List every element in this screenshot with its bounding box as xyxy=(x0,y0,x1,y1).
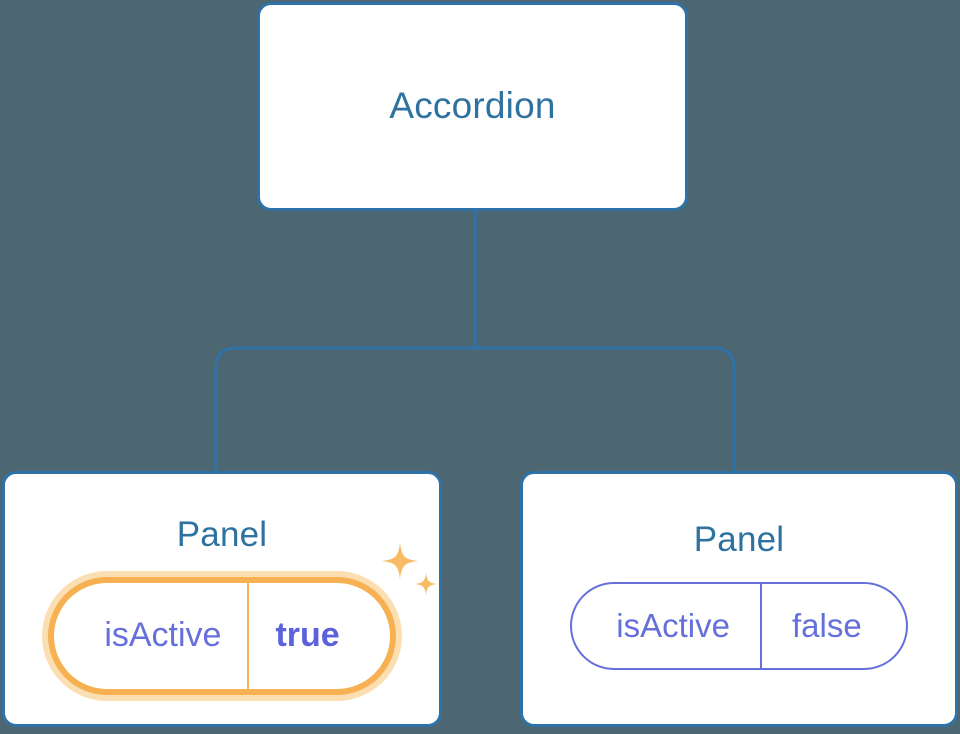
prop-value: false xyxy=(759,583,906,668)
node-panel-inactive[interactable]: Panel isActive false xyxy=(520,471,958,727)
sparkle-small-icon xyxy=(414,572,437,595)
prop-pill-wrapper: isActive false xyxy=(570,581,908,670)
prop-value: true xyxy=(247,582,389,689)
prop-key: isActive xyxy=(616,606,730,644)
prop-pill-isactive-true[interactable]: isActive true xyxy=(48,576,396,695)
node-title: Accordion xyxy=(389,85,556,127)
node-title: Panel xyxy=(176,515,268,554)
edge-branch-bar xyxy=(214,346,736,471)
node-panel-active[interactable]: Panel isActive true xyxy=(2,471,442,727)
node-accordion[interactable]: Accordion xyxy=(257,2,688,211)
node-title: Panel xyxy=(693,520,785,559)
prop-pill-isactive-false[interactable]: isActive false xyxy=(570,581,908,670)
prop-key: isActive xyxy=(104,616,222,654)
sparkle-large-icon xyxy=(381,542,418,579)
sparkle-group xyxy=(381,542,437,595)
prop-pill-wrapper: isActive true xyxy=(48,542,437,695)
